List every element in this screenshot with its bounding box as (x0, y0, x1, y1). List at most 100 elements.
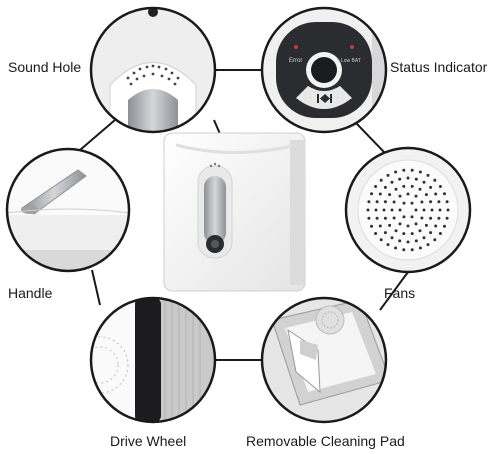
vent-hole (379, 178, 383, 182)
vent-hole (420, 216, 424, 220)
vent-hole (392, 216, 396, 220)
vent-hole (383, 200, 387, 204)
vent-hole (424, 193, 428, 197)
status-indicator-detail: Error Low BAT (260, 6, 388, 134)
vent-hole (402, 168, 406, 172)
vent-hole (370, 224, 373, 228)
vent-hole (402, 248, 406, 252)
vent-hole (367, 200, 371, 204)
vent-hole (429, 216, 433, 220)
vent-hole (402, 184, 406, 188)
vent-hole (410, 184, 414, 188)
vent-hole (443, 192, 446, 196)
vent-hole (430, 208, 434, 212)
vent-hole (398, 194, 402, 198)
vent-hole (390, 236, 394, 240)
vent-hole (374, 232, 378, 235)
handle-detail (5, 147, 131, 273)
vent-hole (443, 224, 446, 228)
vent-hole (414, 194, 418, 198)
vent-hole (410, 232, 414, 236)
vent-hole (438, 232, 442, 235)
vent-hole (382, 208, 386, 212)
vent-hole (398, 208, 402, 212)
vent-hole (398, 177, 402, 181)
fan-vent-holes (366, 168, 450, 252)
vent-hole (446, 208, 450, 212)
vent-hole (410, 201, 414, 205)
vent-hole (394, 246, 398, 250)
vent-hole (420, 200, 424, 204)
vent-hole (422, 236, 426, 240)
vent-hole (406, 224, 410, 228)
vent-hole (366, 208, 370, 212)
error-label: Error (289, 58, 302, 64)
vent-hole (424, 223, 428, 227)
vent-hole (414, 239, 418, 243)
vent-hole (375, 216, 379, 220)
vent-hole (438, 208, 442, 212)
vent-hole (426, 243, 430, 247)
vent-hole (422, 180, 426, 184)
vent-hole (434, 192, 438, 196)
cleaning-pad-detail (260, 296, 388, 424)
vent-hole (414, 208, 418, 212)
vent-hole (410, 215, 414, 219)
vent-hole (406, 240, 410, 244)
vent-hole (406, 192, 410, 196)
vent-hole (375, 200, 379, 204)
vent-hole (394, 229, 398, 233)
vent-hole (410, 248, 414, 252)
vent-hole (390, 180, 394, 184)
vent-hole (414, 177, 418, 181)
handle-label: Handle (8, 285, 53, 301)
vent-hole (370, 192, 373, 196)
vent-hole (379, 238, 383, 242)
vent-hole (433, 178, 437, 182)
vent-hole (402, 215, 406, 219)
vent-hole (398, 222, 402, 226)
window-cleaning-robot (163, 119, 306, 292)
vent-hole (398, 239, 402, 243)
vent-hole (386, 243, 390, 247)
vent-hole (426, 173, 430, 177)
vent-hole (429, 231, 433, 235)
vent-hole (386, 173, 390, 177)
vent-hole (378, 192, 382, 196)
vent-hole (367, 216, 371, 220)
vent-hole (388, 223, 392, 227)
vent-hole (388, 193, 392, 197)
vent-hole (437, 200, 441, 204)
vent-hole (418, 246, 422, 250)
fans-detail (344, 146, 472, 274)
vent-hole (374, 185, 378, 188)
connector-lines (79, 69, 409, 361)
vent-hole (406, 176, 410, 180)
removable-cleaning-pad-label: Removable Cleaning Pad (246, 433, 405, 449)
low-battery-label: Low BAT (341, 58, 361, 64)
pause-play-icon (317, 94, 332, 103)
vent-hole (383, 231, 387, 235)
vent-hole (429, 185, 433, 189)
vent-hole (445, 216, 449, 220)
sound-hole-label: Sound Hole (8, 59, 82, 75)
vent-hole (410, 168, 414, 172)
drive-wheel-label: Drive Wheel (110, 433, 187, 449)
vent-hole (438, 185, 442, 188)
vent-hole (402, 201, 406, 205)
vent-hole (418, 170, 422, 174)
vent-hole (394, 170, 398, 174)
vent-hole (383, 185, 387, 189)
vent-hole (374, 208, 378, 212)
low-battery-led-icon (350, 45, 354, 49)
vent-hole (414, 222, 418, 226)
drive-wheel-detail (89, 296, 217, 424)
error-led-icon (294, 45, 298, 49)
vent-hole (378, 224, 382, 228)
vent-hole (434, 224, 438, 228)
vent-hole (445, 200, 449, 204)
vent-hole (402, 232, 406, 236)
vent-hole (422, 208, 426, 212)
vent-hole (433, 238, 437, 242)
